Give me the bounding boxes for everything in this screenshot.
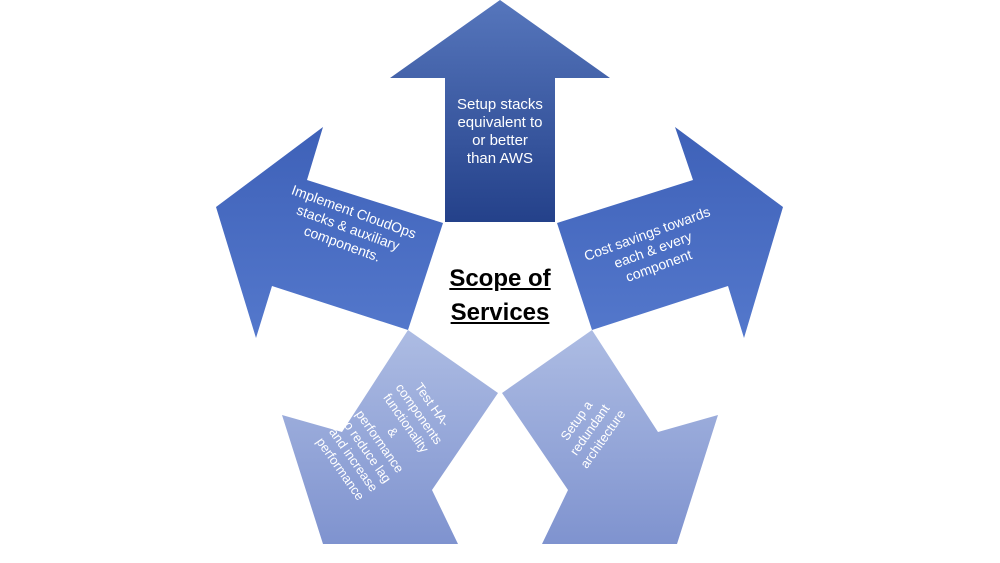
center-title-line1: Scope of (449, 265, 551, 292)
arrow-right (557, 127, 783, 338)
center-title: Scope of Services (430, 262, 570, 330)
arrow-bottom-left (282, 330, 498, 544)
center-title-line2: Services (450, 299, 550, 326)
arrow-top-label: Setup stacks equivalent to or better tha… (457, 96, 543, 167)
arrow-top (390, 0, 610, 222)
arrow-left (216, 127, 443, 338)
arrow-bottom-right (502, 330, 718, 544)
